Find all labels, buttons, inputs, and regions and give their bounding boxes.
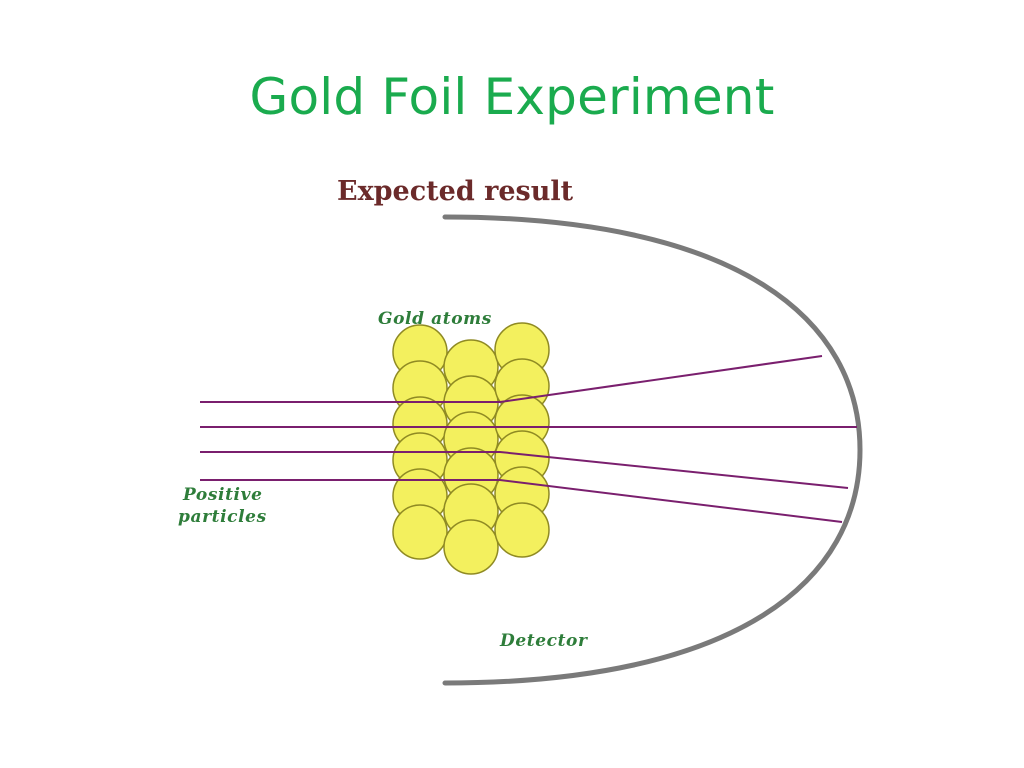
particle-path	[200, 355, 823, 403]
gold-atom	[494, 502, 550, 558]
particle-path	[200, 479, 843, 523]
positive-particles-label-line1: Positive	[182, 485, 263, 505]
detector-label: Detector	[499, 631, 588, 651]
gold-atoms-label: Gold atoms	[378, 309, 492, 329]
particle-paths	[200, 355, 857, 523]
gold-atom	[443, 519, 499, 575]
gold-atom	[392, 504, 448, 560]
detector-arc	[442, 214, 863, 686]
slide-title: Gold Foil Experiment	[249, 68, 775, 126]
diagram-heading: Expected result	[337, 176, 574, 207]
gold-atoms-cluster	[392, 322, 550, 575]
positive-particles-label-line2: particles	[178, 507, 267, 527]
particle-path	[200, 451, 849, 489]
